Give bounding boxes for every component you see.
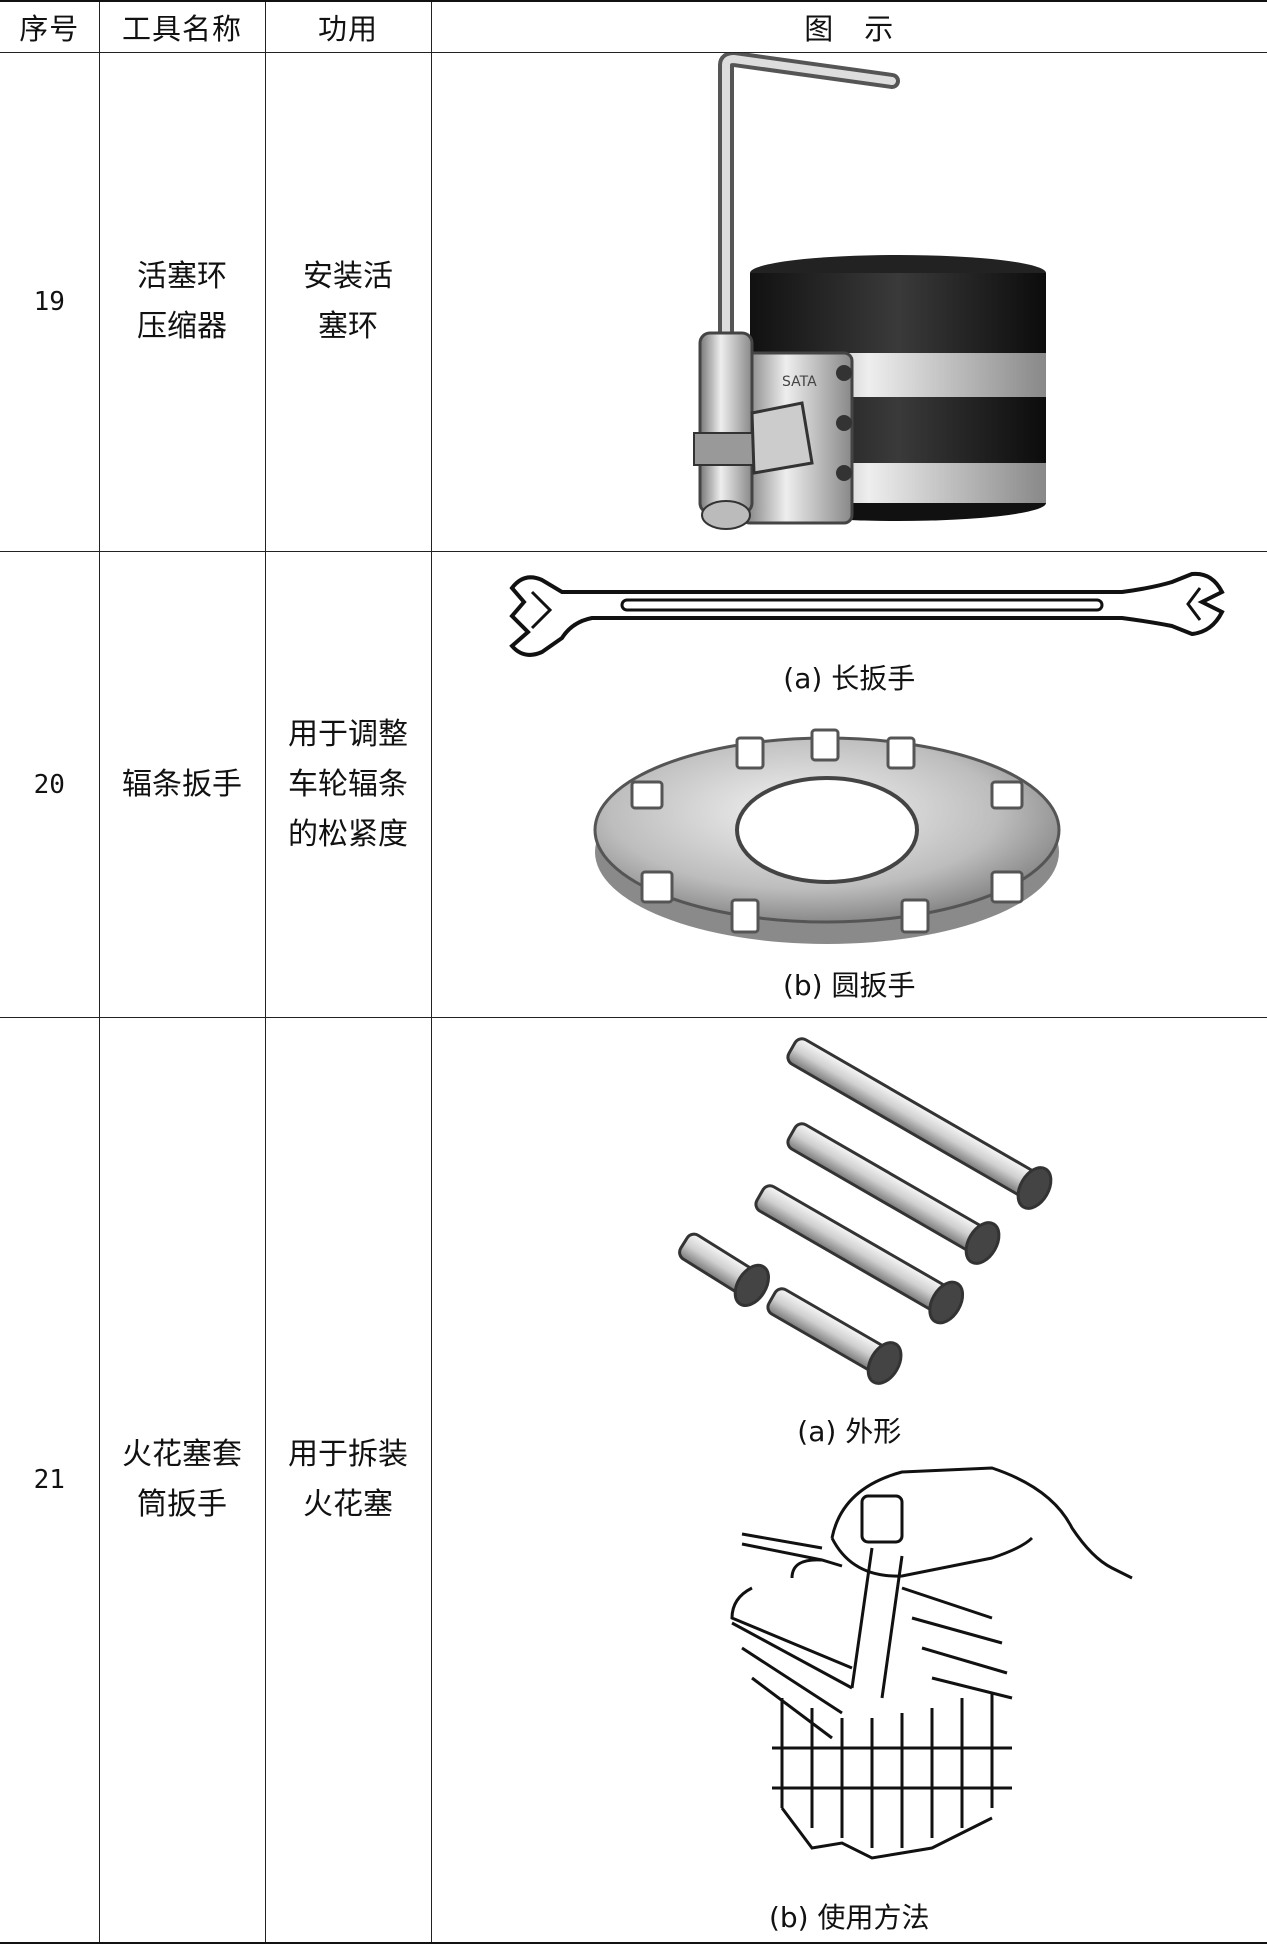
header-figure: 图 示: [431, 1, 1267, 53]
table-row: 19 活塞环 压缩器 安装活 塞环: [0, 53, 1267, 552]
row-tool-name: 辐条扳手: [99, 552, 265, 1018]
row-use: 用于调整 车轮辐条 的松紧度: [265, 552, 431, 1018]
round-spoke-wrench-icon: [432, 712, 1267, 952]
svg-text:SATA: SATA: [782, 374, 817, 390]
header-tool-name: 工具名称: [99, 1, 265, 53]
row-tool-name: 活塞环 压缩器: [99, 53, 265, 552]
row-figure: (a) 外形: [431, 1018, 1267, 1944]
caption-long-wrench: (a) 长扳手: [432, 657, 1267, 697]
header-use: 功用: [265, 1, 431, 53]
row-tool-name: 火花塞套 筒扳手: [99, 1018, 265, 1944]
row-use: 安装活 塞环: [265, 53, 431, 552]
spark-plug-socket-wrenches-icon: [432, 1028, 1267, 1408]
row-use: 用于拆装 火花塞: [265, 1018, 431, 1944]
caption-appearance: (a) 外形: [432, 1410, 1267, 1450]
row-figure: SATA: [431, 53, 1267, 552]
header-row: 序号 工具名称 功用 图 示: [0, 1, 1267, 53]
caption-usage: (b) 使用方法: [432, 1896, 1267, 1936]
caption-round-wrench: (b) 圆扳手: [432, 964, 1267, 1004]
row-figure: (a) 长扳手: [431, 552, 1267, 1018]
piston-ring-compressor-icon: SATA: [432, 53, 1267, 551]
table-row: 21 火花塞套 筒扳手 用于拆装 火花塞: [0, 1018, 1267, 1944]
row-seq: 21: [0, 1018, 99, 1944]
table-row: 20 辐条扳手 用于调整 车轮辐条 的松紧度 (a) 长扳手: [0, 552, 1267, 1018]
row-seq: 19: [0, 53, 99, 552]
row-seq: 20: [0, 552, 99, 1018]
spark-plug-wrench-usage-icon: [432, 1448, 1267, 1888]
header-seq: 序号: [0, 1, 99, 53]
long-spoke-wrench-icon: [432, 562, 1267, 672]
